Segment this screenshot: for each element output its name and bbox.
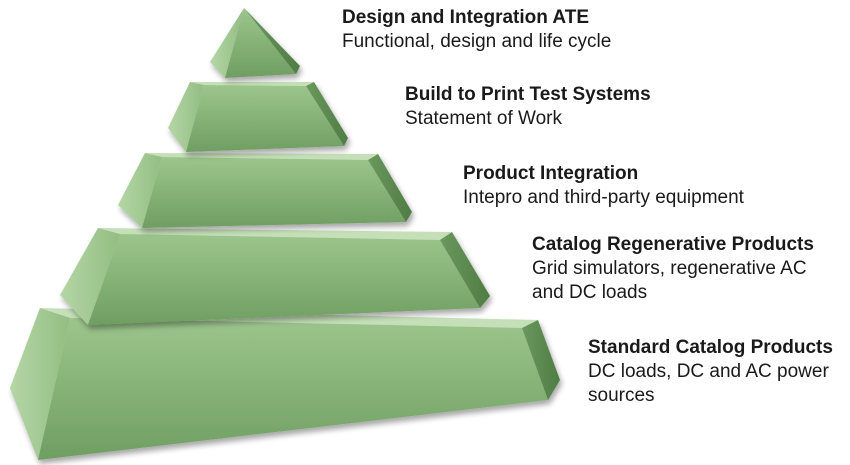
tier-label-2: Build to Print Test Systems Statement of… bbox=[405, 83, 651, 131]
tier-description: Statement of Work bbox=[405, 108, 562, 129]
tier-label-5: Standard Catalog Products DC loads, DC a… bbox=[588, 336, 833, 408]
tier-label-1: Design and Integration ATE Functional, d… bbox=[342, 6, 611, 54]
tier-description: sources bbox=[588, 385, 655, 406]
tier-title: Catalog Regenerative Products bbox=[532, 234, 814, 255]
pyramid-tier-4 bbox=[60, 228, 490, 325]
pyramid-tier-3 bbox=[118, 153, 412, 228]
pyramid-tier-5 bbox=[10, 308, 560, 460]
tier-description: Grid simulators, regenerative AC bbox=[532, 258, 807, 279]
tier-description: Functional, design and life cycle bbox=[342, 31, 612, 52]
pyramid-graphic bbox=[10, 8, 560, 460]
tier-description: and DC loads bbox=[532, 282, 648, 303]
tier-title: Build to Print Test Systems bbox=[405, 84, 651, 105]
tier-description: Intepro and third-party equipment bbox=[463, 187, 744, 208]
tier-title: Design and Integration ATE bbox=[342, 7, 590, 28]
tier-title: Product Integration bbox=[463, 163, 639, 184]
tier-description: DC loads, DC and AC power bbox=[588, 361, 829, 382]
tier-label-4: Catalog Regenerative Products Grid simul… bbox=[532, 233, 814, 305]
tier-title: Standard Catalog Products bbox=[588, 337, 833, 358]
pyramid-tier-1 bbox=[210, 8, 300, 78]
tier-label-3: Product Integration Intepro and third-pa… bbox=[463, 162, 744, 210]
pyramid-tier-2 bbox=[168, 82, 348, 152]
